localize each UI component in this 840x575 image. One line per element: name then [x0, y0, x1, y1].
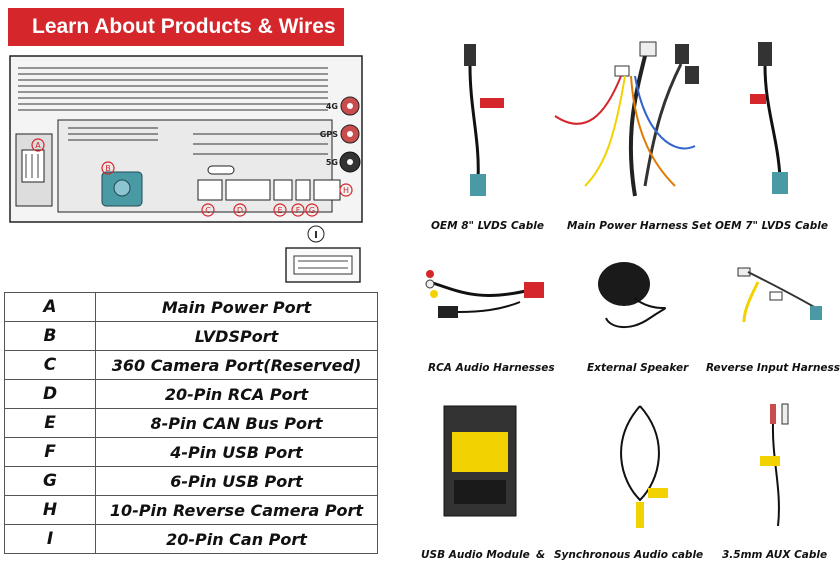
port-name: 20-Pin RCA Port [95, 379, 378, 409]
port-key: A [4, 292, 96, 322]
unit-marker-b: B [105, 164, 111, 173]
port-name: 10-Pin Reverse Camera Port [95, 495, 378, 525]
main-power-harness-image [545, 36, 705, 206]
port-key: D [4, 379, 96, 409]
unit-marker-h: H [343, 186, 349, 195]
port-key: E [4, 408, 96, 438]
caption-synchronous-audio-cable: Synchronous Audio cable [554, 549, 704, 561]
port-key: F [4, 437, 96, 467]
rca-audio-harnesses-image [420, 262, 550, 332]
unit-marker-c: C [205, 206, 211, 215]
port-key: H [4, 495, 96, 525]
port-key: B [4, 321, 96, 351]
port-name: 8-Pin CAN Bus Port [95, 408, 378, 438]
oem-8-lvds-cable-image [450, 40, 510, 200]
unit-marker-f: F [296, 206, 301, 215]
port-name: LVDSPort [95, 321, 378, 351]
caption-rca-audio-harnesses: RCA Audio Harnesses [428, 362, 555, 374]
connector-i-marker: I [314, 230, 318, 241]
oem-7-lvds-cable-image [750, 38, 810, 198]
usb-audio-module-image [440, 402, 520, 520]
port-key: G [4, 466, 96, 496]
port-key: I [4, 524, 96, 554]
port-name: Main Power Port [95, 292, 378, 322]
unit-marker-e: E [277, 206, 282, 215]
unit-marker-d: D [237, 206, 243, 215]
caption-reverse-input-harness: Reverse Input Harness [706, 362, 840, 374]
reverse-input-harness-image [728, 262, 828, 332]
external-speaker-image [590, 258, 690, 338]
unit-marker-g: G [309, 206, 315, 215]
caption-main-power-harness: Main Power Harness Set [567, 220, 712, 232]
caption-oem-8-lvds-cable: OEM 8" LVDS Cable [431, 220, 544, 232]
caption-external-speaker: External Speaker [587, 362, 689, 374]
port-name: 6-Pin USB Port [95, 466, 378, 496]
unit-marker-a: A [35, 141, 41, 150]
port-name: 4-Pin USB Port [95, 437, 378, 467]
port-label-gps: GPS [320, 130, 338, 139]
connector-i-callout: I [282, 224, 364, 286]
aux-cable-image [752, 400, 812, 540]
port-name: 360 Camera Port(Reserved) [95, 350, 378, 380]
head-unit-rear-diagram: A B C D E F G H 4G GPS 5G [8, 54, 364, 226]
page-banner-title: Learn About Products & Wires [8, 8, 344, 46]
synchronous-audio-cable-image [600, 400, 680, 540]
caption-oem-7-lvds-cable: OEM 7" LVDS Cable [715, 220, 828, 232]
port-key: C [4, 350, 96, 380]
caption-usb-audio-module: USB Audio Module [421, 549, 530, 561]
port-label-4g: 4G [326, 102, 338, 111]
port-label-5g: 5G [326, 158, 338, 167]
caption-aux-cable: 3.5mm AUX Cable [722, 549, 828, 561]
caption-ampersand: & [536, 549, 546, 561]
port-name: 20-Pin Can Port [95, 524, 378, 554]
